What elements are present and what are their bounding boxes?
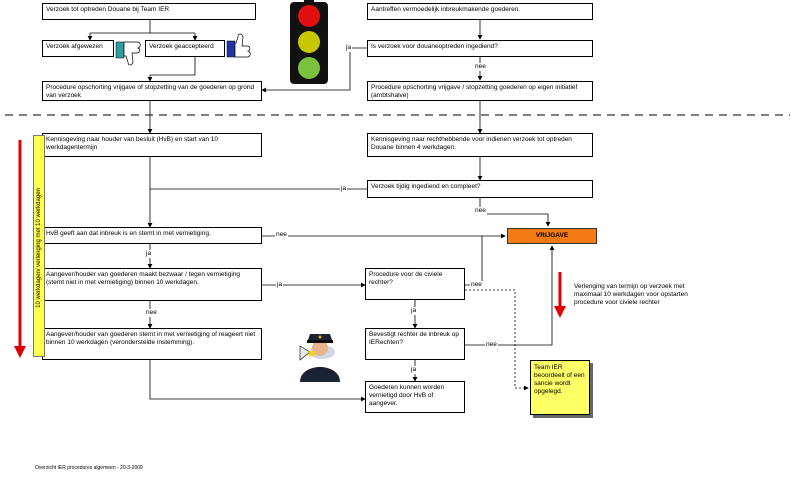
box-verzoek-geaccepteerd: Verzoek geaccepteerd [145,40,225,57]
traffic-light-icon [290,0,328,84]
police-officer-icon [299,334,340,382]
label-ja-hvb: ja [145,250,153,258]
label-nee-tijdig: nee [474,207,487,215]
thumbs-up-icon [226,33,251,58]
box-verzoek-tijdig: Verzoek tijdig ingediend en compleet? [367,180,593,198]
vrijgave-box: VRIJGAVE [507,228,597,244]
label-ja-verzoek: ja [345,44,353,52]
box-aantreffen-goederen: Aantreffen vermoedelijk inbreukmakende g… [367,3,593,20]
label-ja-bezwaar: ja [276,281,284,289]
termijn-bar: 10 werkdagen/ verlenging met 10 werkdage… [33,135,45,357]
box-aangever-bezwaar: Aangever/houder van goederen maakt bezwa… [42,268,262,301]
team-ier-note: Team IER beoordeelt of een sancie wordt … [530,360,590,415]
label-nee-civiele: nee [470,281,483,289]
box-procedure-opschorting-ambtshalve: Procedure opschorting vrijgave / stopzet… [367,81,593,101]
label-nee-bevestigt: nee [485,341,498,349]
box-kennisgeving-houder: Kennisgeving naar houder van besluit (Hv… [42,133,262,157]
label-ja-tijdig: ja [340,185,348,193]
label-ja-civiele: ja [410,307,418,315]
box-hvb-stemt-in: HvB geeft aan dat inbreuk is en stemt in… [42,227,262,244]
box-is-verzoek-ingediend: Is verzoek voor douaneoptreden ingediend… [367,40,593,57]
label-ja-bevestigt: ja [410,366,418,374]
box-bevestigt-rechter: Bevestigt rechter de inbreuk op IERechte… [365,328,465,360]
verlenging-note: Verlenging van termijn op verzoek met ma… [574,283,688,306]
box-goederen-vernietigd: Goederen kunnen worden vernietigd door H… [365,381,465,413]
box-verzoek-afgewezen: Verzoek afgewezen [42,40,114,57]
box-aangever-stemt-in: Aangever/houder van goederen stemt in me… [42,328,262,360]
box-verzoek-douane: Verzoek tot optreden Douane bij Team IER [42,3,256,20]
box-procedure-opschorting-verzoek: Procedure opschorting vrijgave of stopze… [42,81,262,101]
termijn-bar-text: 10 werkdagen/ verlenging met 10 werkdage… [36,188,42,308]
footer-text: Overzicht IER procedures algemeen - 20-3… [35,465,143,471]
thumbs-down-icon [115,41,141,66]
box-procedure-civiele-rechter: Procedure voor de civiele rechter? [365,268,465,300]
box-kennisgeving-rechthebbende: Kennisgeving naar rechthebbende voor ind… [367,133,593,157]
label-nee-hvb: nee [275,231,288,239]
label-nee-bezwaar: nee [145,309,158,317]
label-nee-verzoek: nee [474,63,487,71]
